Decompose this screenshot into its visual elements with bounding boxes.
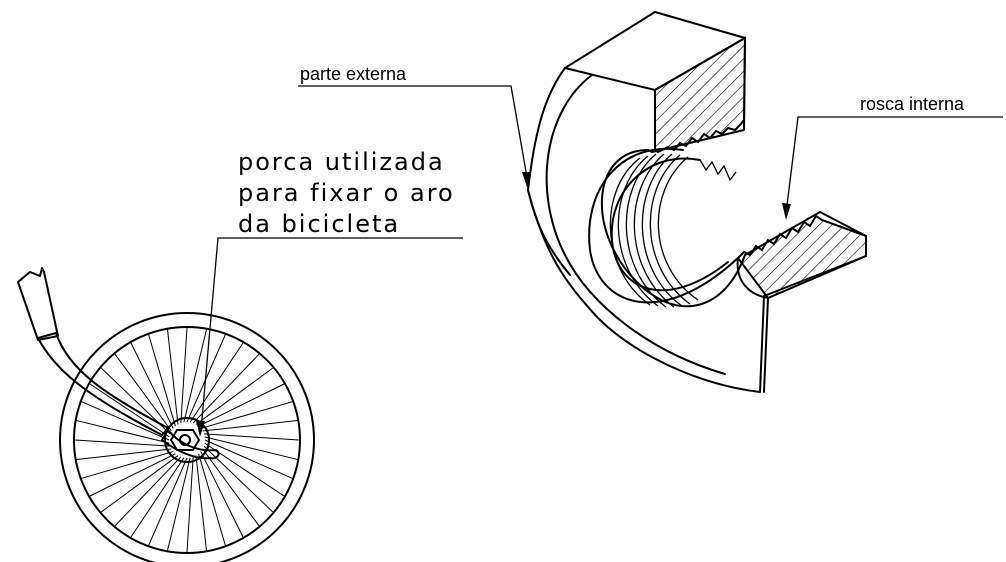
fork-top [17,267,59,341]
spoke [189,342,244,423]
spoke [76,420,170,444]
lower-cut-section [736,214,867,300]
label-inner-thread: rosca interna [860,94,965,114]
spoke [200,401,293,429]
spoke [192,353,260,424]
wheel-hub [164,417,210,463]
spoke [198,383,285,427]
leader-lines [196,85,1003,437]
spoke [180,327,188,424]
bicycle-wheel [17,267,315,562]
spoke [130,342,174,429]
fork-tube [37,332,169,436]
bore-edge [588,147,739,304]
spoke [114,353,172,432]
nut-lower-edge [527,189,571,276]
spoke [100,455,179,513]
spoke [148,457,188,546]
leader-inner-thread [785,116,1003,214]
spoke [203,433,300,441]
hex-nut-section [527,11,867,393]
leader-outer-part [298,85,529,184]
spoke [195,367,274,425]
upper-cut-section [654,36,747,154]
label-nut-line2: para fixar o aro [238,179,455,207]
spoke [198,453,226,546]
spoke [74,439,171,447]
spoke [204,439,293,479]
spoke [167,457,191,551]
spoke [81,401,170,441]
spoke [89,383,170,438]
spoke [76,448,172,460]
wheel-rim [73,326,301,554]
spoke [195,455,207,551]
spoke [204,436,298,460]
spoke [202,448,260,527]
spoke [186,456,194,553]
spoke [200,451,244,538]
spoke [167,329,179,425]
label-nut-line1: porca utilizada [238,148,445,176]
fork-dropout [161,429,220,460]
wheel-outer-tire [59,312,315,562]
internal-thread-lines [609,153,699,308]
spoke [148,334,176,427]
label-nut-line3: da bicicleta [238,210,400,238]
spoke [202,420,298,432]
leader-nut [200,237,463,431]
nut-face-edge [545,74,726,375]
spoke [130,457,185,538]
label-outer-part: parte externa [300,64,407,84]
spoke [114,456,182,527]
spoke [89,453,176,497]
spoke [183,329,207,423]
hub-nut-icon [170,429,200,451]
wheel-spokes [74,327,300,553]
spoke [81,451,174,479]
